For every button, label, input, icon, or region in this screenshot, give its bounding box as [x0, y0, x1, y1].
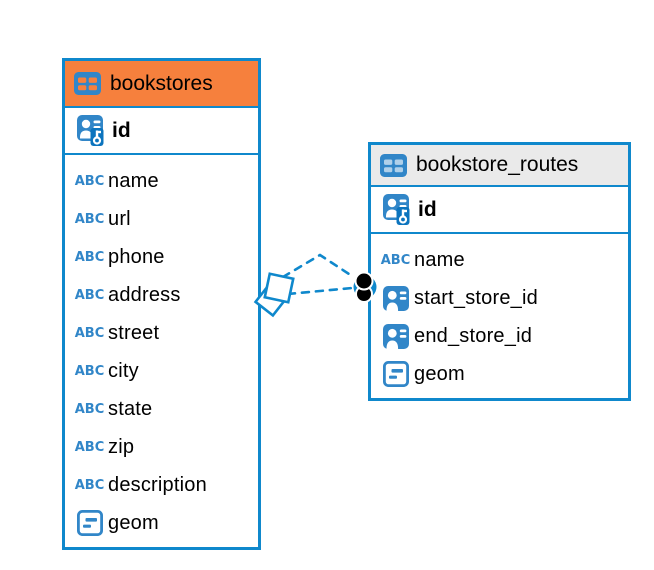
relationship-source-handle[interactable]: [253, 272, 295, 318]
column-row-geom[interactable]: geom: [65, 504, 258, 542]
column-name: name: [414, 248, 465, 271]
column-row-description[interactable]: ABC description: [65, 466, 258, 504]
column-row-name[interactable]: ABC name: [371, 241, 628, 279]
text-type-icon: ABC: [74, 363, 105, 379]
geometry-type-icon: [377, 361, 414, 387]
column-row-end-store-id[interactable]: end_store_id: [371, 317, 628, 355]
text-type-icon: ABC: [74, 401, 105, 417]
table-header-bookstore-routes[interactable]: bookstore_routes: [371, 145, 628, 187]
column-row-state[interactable]: ABC state: [65, 390, 258, 428]
primary-key-name: id: [418, 197, 437, 221]
text-type-icon: ABC: [74, 287, 105, 303]
table-bookstores[interactable]: bookstores id ABC na: [62, 58, 261, 550]
column-name: start_store_id: [414, 286, 538, 309]
column-name: end_store_id: [414, 324, 533, 347]
relationship-line-lower: [286, 286, 354, 296]
reference-type-icon: [377, 323, 414, 349]
text-type-icon: ABC: [74, 173, 105, 189]
column-row-address[interactable]: ABC address: [65, 276, 258, 314]
column-row-name[interactable]: ABC name: [65, 162, 258, 200]
column-row-url[interactable]: ABC url: [65, 200, 258, 238]
column-row-phone[interactable]: ABC phone: [65, 238, 258, 276]
column-list: ABC name ABC url ABC phone ABC address A…: [65, 155, 258, 547]
primary-key-icon: [377, 193, 418, 227]
relationship-line-upper: [281, 253, 354, 279]
table-bookstore-routes[interactable]: bookstore_routes id ABC: [368, 142, 631, 401]
column-row-zip[interactable]: ABC zip: [65, 428, 258, 466]
column-name: geom: [108, 511, 159, 534]
column-row-city[interactable]: ABC city: [65, 352, 258, 390]
column-name: description: [108, 473, 207, 496]
column-name: zip: [108, 435, 135, 458]
column-name: state: [108, 397, 153, 420]
primary-key-name: id: [112, 118, 131, 142]
column-name: url: [108, 207, 131, 230]
column-name: city: [108, 359, 139, 382]
table-title: bookstores: [110, 71, 213, 95]
primary-key-row[interactable]: id: [371, 187, 628, 234]
text-type-icon: ABC: [74, 211, 105, 227]
primary-key-icon: [71, 114, 112, 148]
table-title: bookstore_routes: [416, 153, 579, 176]
primary-key-row[interactable]: id: [65, 108, 258, 155]
table-icon: [74, 72, 101, 95]
text-type-icon: ABC: [74, 249, 105, 265]
text-type-icon: ABC: [74, 439, 105, 455]
geometry-type-icon: [71, 510, 108, 536]
text-type-icon: ABC: [74, 325, 105, 341]
text-type-icon: ABC: [74, 477, 105, 493]
column-name: phone: [108, 245, 165, 268]
column-name: street: [108, 321, 160, 344]
column-row-street[interactable]: ABC street: [65, 314, 258, 352]
table-header-bookstores[interactable]: bookstores: [65, 61, 258, 108]
text-type-icon: ABC: [380, 252, 411, 268]
column-list: ABC name start_store_id: [371, 234, 628, 398]
column-row-geom[interactable]: geom: [371, 355, 628, 393]
column-name: address: [108, 283, 181, 306]
column-name: name: [108, 169, 159, 192]
column-row-start-store-id[interactable]: start_store_id: [371, 279, 628, 317]
reference-type-icon: [377, 285, 414, 311]
column-name: geom: [414, 362, 465, 385]
table-icon: [380, 153, 407, 177]
